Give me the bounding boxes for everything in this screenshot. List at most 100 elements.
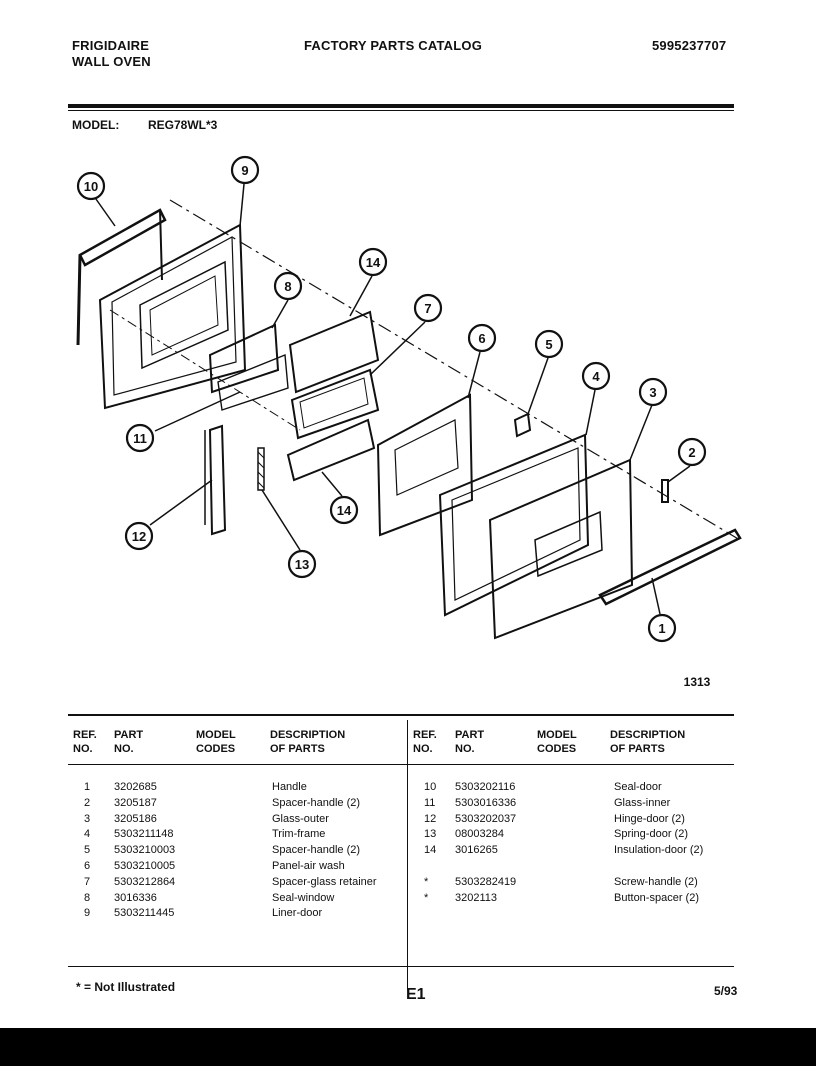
col-header-model-right: MODEL CODES: [537, 729, 577, 755]
col-header-ref: REF. NO.: [73, 729, 97, 755]
part-desc-cell: Spacer-handle (2): [272, 796, 361, 809]
glass-outer-part: [488, 458, 634, 640]
part-part-cell: 3205186: [114, 812, 157, 825]
callout-14-lower: 14: [337, 503, 352, 518]
hinge-part: [208, 424, 227, 536]
spacer-glass-retainer-part: [290, 368, 380, 440]
col-header-ref-right: REF. NO.: [413, 729, 437, 755]
part-part-cell: 08003284: [455, 828, 504, 841]
part-desc-cell: Seal-door: [614, 781, 662, 793]
part-ref-cell: 14: [424, 844, 437, 857]
page-number: E1: [406, 986, 426, 1003]
col-header-desc: DESCRIPTION OF PARTS: [270, 729, 346, 755]
part-ref-cell: 8: [84, 891, 91, 904]
callout-13: 13: [295, 557, 309, 572]
col-header-part-right: PART NO.: [455, 729, 485, 755]
part-ref-cell: 7: [84, 875, 91, 888]
part-ref-cell: 2: [84, 796, 91, 809]
callout-1: 1: [658, 621, 665, 636]
part-desc-cell: Glass-outer: [272, 812, 329, 825]
callout-6: 6: [478, 331, 485, 346]
alignment-line: [169, 199, 741, 541]
part-desc-cell: Seal-window: [272, 891, 335, 904]
model-label: MODEL:: [72, 118, 120, 132]
callout-10: 10: [84, 179, 98, 194]
part-part-cell: 5303282419: [455, 875, 517, 888]
part-ref-cell: 1: [84, 781, 91, 793]
part-ref-cell: 12: [424, 812, 437, 825]
callout-5: 5: [545, 337, 552, 352]
part-part-cell: 5303210005: [114, 860, 176, 872]
exploded-parts-diagram: 10 9 8 14 7 6 5 4 3 2 1 11 12 13 14 1313: [76, 155, 742, 689]
part-part-cell: 5303202116: [455, 781, 516, 793]
part-part-cell: 5303211445: [114, 907, 175, 920]
part-part-cell: 3205187: [114, 796, 157, 809]
panel-air-wash-part: [376, 393, 474, 537]
catalog-number: 5995237707: [652, 38, 727, 53]
part-desc-cell: Liner-door: [272, 907, 323, 920]
spacer-part: [661, 479, 669, 503]
part-ref-cell: 5: [84, 844, 91, 857]
part-ref-cell: 3: [84, 812, 91, 825]
insulation-door-upper: [288, 310, 380, 394]
callout-12: 12: [132, 529, 146, 544]
catalog-title: FACTORY PARTS CATALOG: [304, 38, 483, 53]
part-desc-cell: Spacer-handle (2): [272, 844, 361, 857]
figure-number: 1313: [684, 675, 711, 689]
part-desc-cell: Spacer-glass retainer: [272, 875, 377, 888]
part-desc-cell: Hinge-door (2): [614, 812, 685, 825]
header-rule-thin: [68, 110, 734, 111]
part-part-cell: 5303210003: [114, 844, 176, 857]
insulation-door-lower: [286, 418, 376, 482]
part-part-cell: 3016336: [114, 891, 157, 904]
col-header-model: MODEL CODES: [196, 729, 236, 755]
part-desc-cell: Insulation-door (2): [614, 844, 704, 857]
part-part-cell: 5303212864: [114, 875, 176, 888]
part-part-cell: 5303211148: [114, 828, 174, 841]
not-illustrated-note: * = Not Illustrated: [76, 980, 176, 994]
callout-3: 3: [649, 385, 656, 400]
handle-part: [598, 528, 742, 606]
part-ref-cell: 11: [424, 796, 436, 809]
part-ref-cell: 6: [84, 860, 91, 872]
part-desc-cell: Glass-inner: [614, 796, 671, 809]
spring-part: [257, 447, 265, 491]
header-rule: [68, 104, 734, 108]
scan-edge-bar: [0, 1028, 816, 1066]
col-header-part: PART NO.: [114, 729, 144, 755]
part-part-cell: 5303202037: [455, 812, 517, 825]
callout-9: 9: [241, 163, 248, 178]
seal-door-part: [78, 208, 167, 267]
part-desc-cell: Spring-door (2): [614, 828, 688, 841]
part-desc-cell: Button-spacer (2): [614, 891, 699, 904]
table-divider: [407, 720, 408, 990]
callout-2: 2: [688, 445, 695, 460]
revision-date: 5/93: [714, 984, 738, 998]
part-ref-cell: 9: [84, 907, 91, 920]
callout-14-upper: 14: [366, 255, 381, 270]
liner-door-part: [98, 223, 247, 410]
part-desc-cell: Panel-air wash: [272, 860, 345, 872]
table-top-rule: [68, 714, 734, 716]
part-desc-cell: Handle: [272, 781, 307, 793]
table-header-rule: [68, 764, 734, 765]
callout-4: 4: [592, 369, 600, 384]
callout-7: 7: [424, 301, 431, 316]
part-desc-cell: Trim-frame: [272, 828, 326, 841]
part-ref-cell: *: [424, 891, 429, 904]
callout-8: 8: [284, 279, 291, 294]
spacer-handle-part: [513, 412, 532, 438]
part-ref-cell: 10: [424, 781, 437, 793]
trim-frame-part: [438, 433, 590, 617]
part-part-cell: 3202113: [455, 891, 498, 904]
part-ref-cell: *: [424, 875, 429, 888]
part-part-cell: 3016265: [455, 844, 498, 857]
table-bottom-rule: [68, 966, 734, 967]
model-value: REG78WL*3: [148, 118, 218, 132]
callout-11: 11: [133, 431, 147, 446]
brand-name: FRIGIDAIRE: [72, 38, 150, 53]
seal-window-part: [208, 323, 280, 394]
part-desc-cell: Screw-handle (2): [614, 875, 698, 888]
part-part-cell: 3202685: [114, 781, 157, 793]
part-ref-cell: 13: [424, 828, 437, 841]
